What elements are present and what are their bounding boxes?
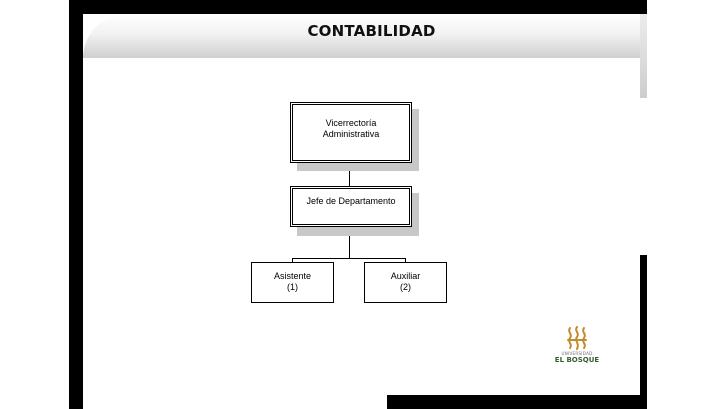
slide-title: CONTABILIDAD	[307, 22, 436, 40]
connector-root-manager	[349, 162, 350, 186]
frame-left-bar	[69, 0, 83, 409]
org-node-jefe-departamento: Jefe de Departamento	[290, 186, 412, 227]
node-label-line: Auxiliar	[390, 271, 421, 281]
frame-top-bar	[69, 0, 647, 14]
logo-top-text: UNIVERSIDAD	[561, 351, 593, 356]
node-label-line: Vicerrectoría	[325, 118, 377, 128]
logo-bottom-text: EL BOSQUE	[554, 356, 600, 364]
content-panel-corner	[560, 255, 633, 395]
node-label-line: (1)	[287, 282, 298, 292]
node-label-line: Asistente	[273, 271, 312, 281]
org-node-asistente: Asistente (1)	[251, 262, 334, 303]
org-node-vicerrectoria: Vicerrectoría Administrativa	[290, 102, 412, 163]
node-label-line: (2)	[400, 282, 411, 292]
wheat-emblem-icon	[567, 326, 587, 350]
frame-bottom-bar	[387, 395, 647, 409]
connector-horizontal	[292, 258, 406, 259]
connector-manager-down	[349, 226, 350, 258]
node-label-line: Administrativa	[322, 129, 380, 139]
header-edge	[640, 14, 647, 98]
node-label-line: Jefe de Departamento	[306, 196, 396, 206]
header-band	[83, 14, 640, 58]
university-logo: UNIVERSIDAD EL BOSQUE	[550, 326, 604, 372]
connector-child-left	[292, 258, 293, 263]
connector-child-right	[405, 258, 406, 263]
org-node-auxiliar: Auxiliar (2)	[364, 262, 447, 303]
